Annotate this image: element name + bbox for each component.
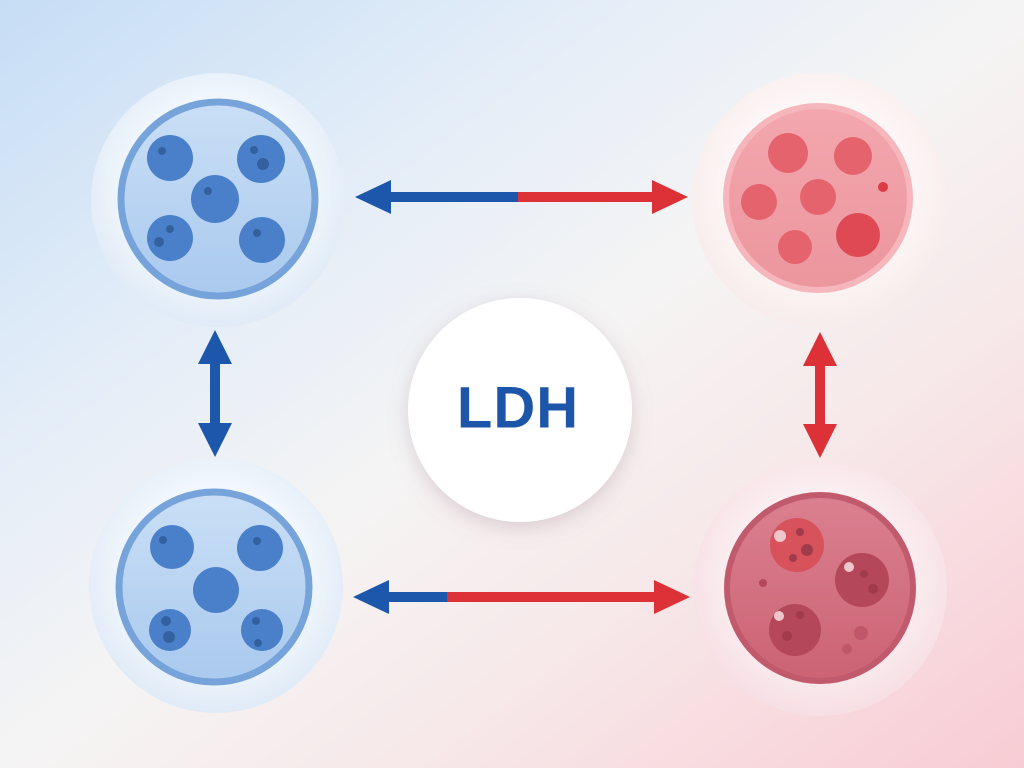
nucleus-dot bbox=[741, 184, 777, 220]
ldh-label: LDH bbox=[457, 376, 579, 441]
organelle-spot bbox=[801, 544, 813, 556]
nucleus-dot bbox=[237, 525, 283, 571]
organelle-spot bbox=[789, 554, 797, 562]
red-cell-bottom-right bbox=[693, 462, 947, 716]
blue-cell-bottom-left bbox=[89, 459, 343, 713]
nucleus-speckle bbox=[158, 147, 166, 155]
nucleus-dot bbox=[191, 175, 239, 223]
nucleus-dot-tiny bbox=[878, 182, 888, 192]
top-horizontal-arrow bbox=[355, 180, 688, 214]
right-vertical-arrow bbox=[803, 332, 837, 458]
arrow-blue-half bbox=[355, 180, 518, 214]
organelle-small bbox=[854, 626, 868, 640]
nucleus-dot bbox=[768, 133, 808, 173]
organelle-tiny bbox=[759, 579, 767, 587]
center-circle bbox=[408, 298, 632, 522]
nucleus-speckle bbox=[250, 146, 258, 154]
ldh-center-circle: LDH bbox=[408, 298, 632, 522]
nucleus-speckle bbox=[163, 631, 175, 643]
nucleus-dot bbox=[147, 215, 193, 261]
arrow-blue-half bbox=[353, 580, 447, 614]
organelle-spot bbox=[796, 611, 804, 619]
organelle-highlight bbox=[774, 611, 784, 621]
red-cell-top-right bbox=[692, 73, 946, 327]
nucleus-dot bbox=[778, 230, 812, 264]
nucleus-speckle bbox=[166, 225, 174, 233]
nucleus-speckle bbox=[254, 639, 262, 647]
organelle-dark bbox=[835, 553, 889, 607]
arrow-red-half bbox=[518, 180, 688, 214]
organelle-spot bbox=[782, 631, 792, 641]
blue-cell-top-left bbox=[91, 73, 345, 327]
nucleus-speckle bbox=[161, 616, 171, 626]
nucleus-dot bbox=[150, 525, 194, 569]
left-vertical-arrow bbox=[198, 330, 232, 457]
nucleus-dot-dark bbox=[836, 213, 880, 257]
organelle-bright bbox=[770, 518, 824, 572]
organelle-spot bbox=[860, 570, 868, 578]
nucleus-dot bbox=[800, 179, 836, 215]
organelle-small bbox=[842, 644, 852, 654]
nucleus-speckle bbox=[204, 187, 212, 195]
nucleus-dot bbox=[149, 609, 191, 651]
organelle-spot bbox=[796, 528, 804, 536]
nucleus-dot bbox=[239, 217, 285, 263]
nucleus-speckle bbox=[154, 237, 164, 247]
nucleus-speckle bbox=[257, 158, 269, 170]
arrow-red-half bbox=[447, 580, 690, 614]
nucleus-dot bbox=[147, 135, 193, 181]
nucleus-dot bbox=[241, 609, 283, 651]
nucleus-speckle bbox=[253, 537, 261, 545]
nucleus-speckle bbox=[159, 536, 167, 544]
organelle-highlight bbox=[844, 562, 854, 572]
organelle-spot bbox=[868, 584, 878, 594]
nucleus-speckle bbox=[253, 229, 261, 237]
organelle-highlight bbox=[774, 530, 786, 542]
bottom-horizontal-arrow bbox=[353, 580, 690, 614]
nucleus-dot bbox=[193, 567, 239, 613]
nucleus-dot bbox=[834, 137, 872, 175]
nucleus-speckle bbox=[252, 617, 260, 625]
